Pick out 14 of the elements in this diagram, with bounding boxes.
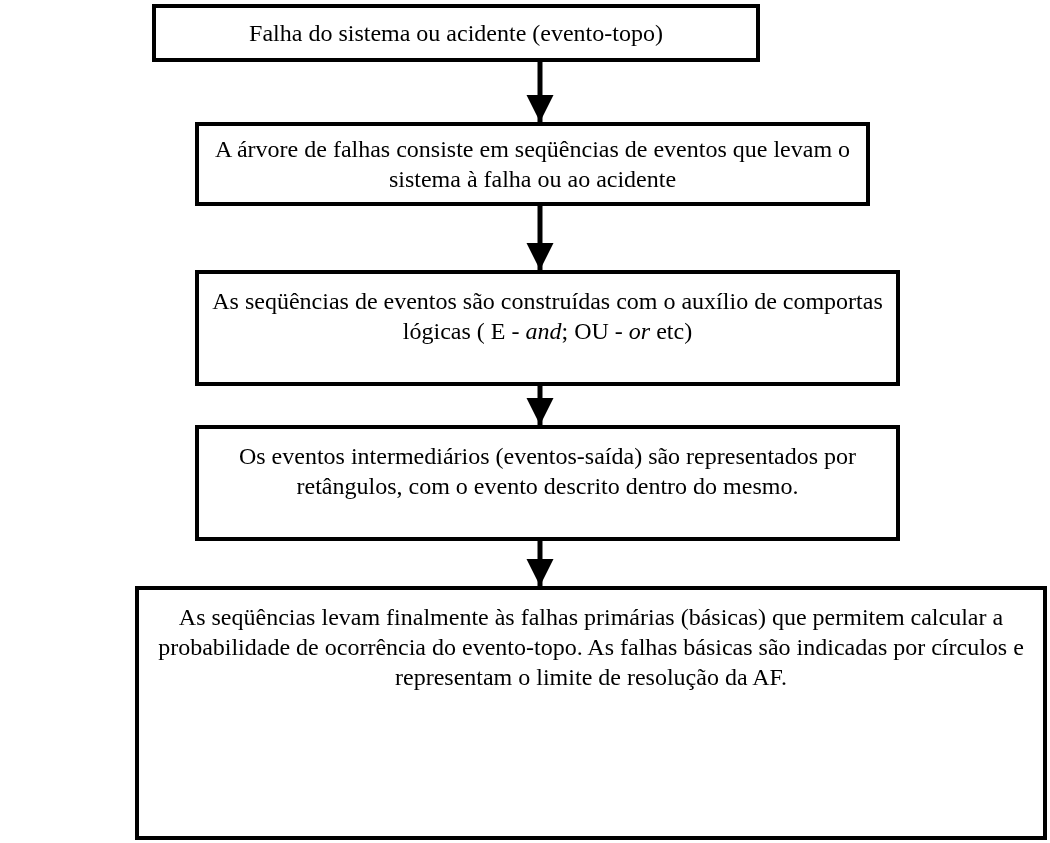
box-text: Os eventos intermediários (eventos-saída) são representados por retângulos, com o evento descrito dentro do mesmo. [237,442,858,501]
process-box [195,425,900,541]
box-text: Falha do sistema ou acidente (evento-topo) [249,19,663,48]
box-text: As seqüências de eventos são construídas com o auxílio de comportas lógicas ( E - and; OU - or etc) [211,287,884,346]
process-box [135,586,1047,840]
process-box [152,4,760,62]
box-text: As seqüências levam finalmente às falhas primárias (básicas) que permitem calcular a probabilidade de ocorrência do evento-topo. As falhas básicas são indicadas por círculos e representam o limite de resolução da AF. [157,603,1025,692]
process-box [195,122,870,206]
arrow [526,386,554,425]
box-text: A árvore de falhas consiste em seqüências de eventos que levam o sistema à falha ou ao acidente [213,135,852,194]
arrow [526,541,554,586]
arrow [526,62,554,122]
process-box [195,270,900,386]
arrow [526,206,554,270]
